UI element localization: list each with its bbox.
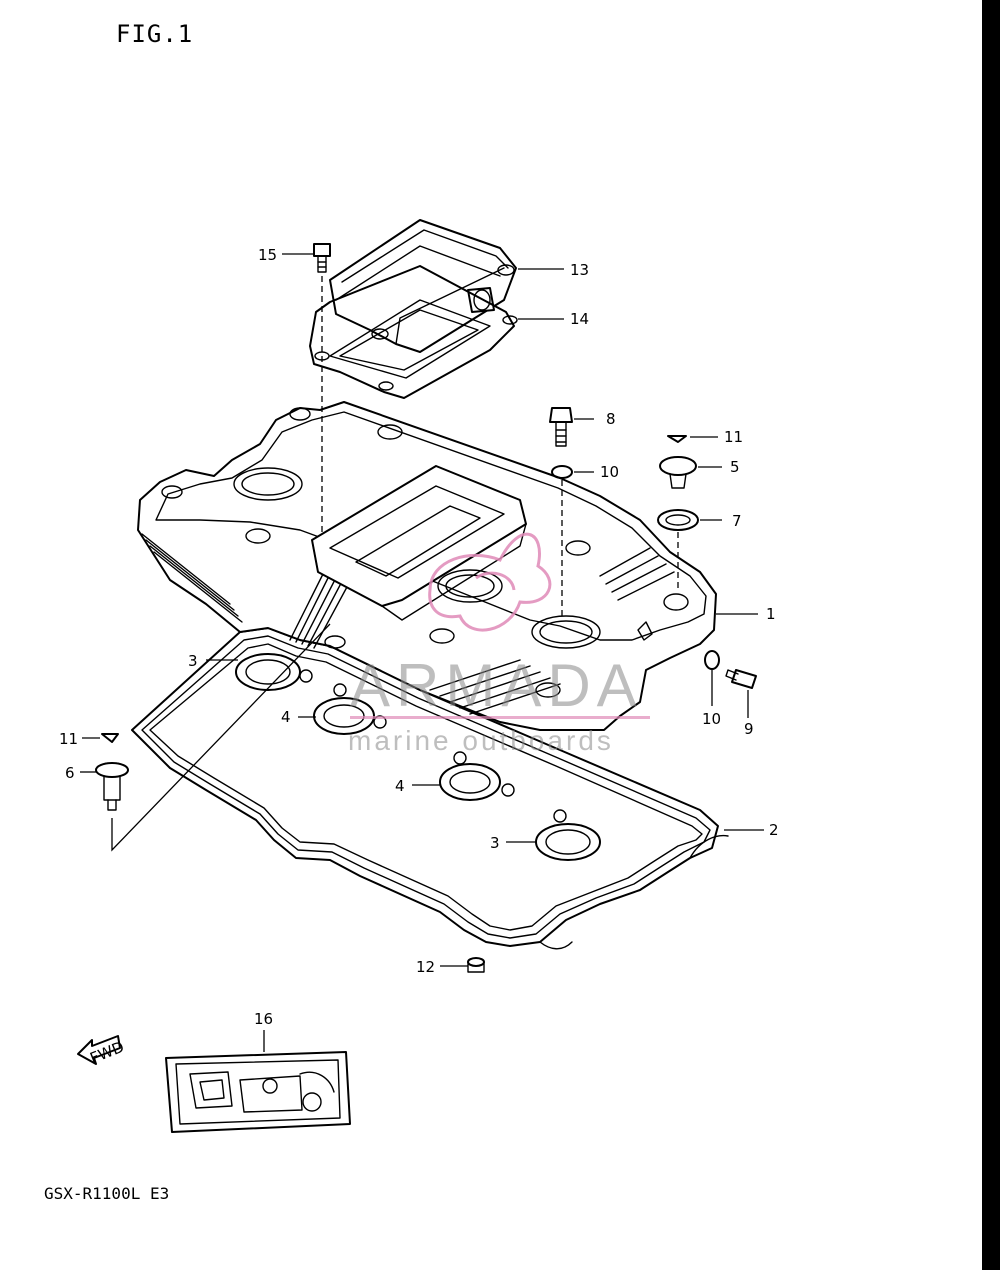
cap-11-right: [667, 435, 687, 443]
callout-8: 8: [606, 410, 616, 428]
callout-3: 3: [490, 834, 500, 852]
callout-5: 5: [730, 458, 740, 476]
plug-seal-3-left: [235, 653, 313, 691]
callout-9: 9: [744, 720, 754, 738]
breather-cover-gasket: [309, 265, 518, 399]
watermark-tagline: marine outboards: [348, 725, 614, 756]
callout-12: 12: [416, 958, 435, 976]
callout-labels: 1 2 3 3 4 4 5 6 7 8 9 10 10 11 11 12 13 …: [59, 246, 779, 1028]
callout-15: 15: [258, 246, 277, 264]
callout-3: 3: [188, 652, 198, 670]
dowel-pin-12: [467, 957, 485, 973]
forward-arrow-label: FWD: [87, 1038, 126, 1068]
callout-4: 4: [281, 708, 291, 726]
leader-lines: [80, 253, 764, 967]
watermark-logo: [428, 532, 552, 632]
callout-16: 16: [254, 1010, 273, 1028]
callout-1: 1: [766, 605, 776, 623]
breather-cover: [329, 219, 517, 353]
bolt-6: [95, 762, 129, 811]
breather-cover-bolt: [313, 243, 331, 273]
plug-seal-3-right: [535, 809, 601, 861]
cover-bolt-8: [549, 407, 573, 447]
plug-seal-4-lower: [439, 751, 515, 801]
model-code: GSX-R1100L E3: [44, 1184, 170, 1203]
watermark-underline: [350, 716, 650, 719]
bolt-9: [725, 669, 757, 689]
cap-11-left: [101, 733, 119, 743]
callout-13: 13: [570, 261, 589, 279]
cylinder-head-cover: [137, 401, 717, 731]
washer-10-top: [551, 465, 573, 479]
callout-11: 11: [59, 730, 78, 748]
callout-7: 7: [732, 512, 742, 530]
gasket-set-16: [165, 1051, 351, 1133]
washer-10-side: [704, 650, 720, 670]
watermark: ARMADA marine outboards: [348, 532, 650, 756]
watermark-brand: ARMADA: [350, 652, 643, 719]
scan-border: [982, 0, 1000, 1270]
callout-10: 10: [702, 710, 721, 728]
forward-arrow: FWD: [77, 1035, 127, 1068]
grommet-5: [659, 456, 697, 489]
callout-14: 14: [570, 310, 589, 328]
callout-4: 4: [395, 777, 405, 795]
seal-7: [657, 509, 699, 531]
callout-11: 11: [724, 428, 743, 446]
figure-title: FIG.1: [116, 20, 194, 48]
callout-6: 6: [65, 764, 75, 782]
callout-2: 2: [769, 821, 779, 839]
callout-10: 10: [600, 463, 619, 481]
